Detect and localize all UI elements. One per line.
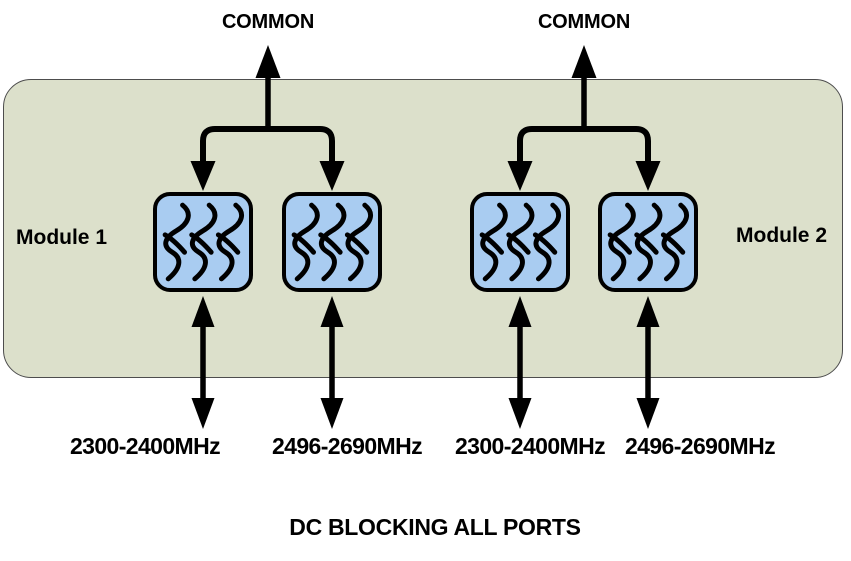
arrowhead-down-icon [508, 398, 532, 429]
common-arrow-module-2 [571, 45, 597, 132]
port-arrow-2 [320, 296, 344, 429]
filter-block-3 [470, 192, 570, 292]
splitter-module-1 [190, 126, 345, 191]
filter-icon [479, 202, 561, 282]
device-enclosure-panel [3, 79, 843, 378]
arrowhead-down-icon [507, 161, 533, 191]
port-frequency-label-2: 2496-2690MHz [271, 433, 423, 459]
arrowhead-up-icon [191, 296, 215, 327]
module-2-label: Module 2 [736, 224, 828, 247]
filter-icon [607, 202, 689, 282]
port-frequency-label-3: 2300-2400MHz [454, 433, 606, 459]
splitter-module-2 [507, 126, 661, 191]
arrowhead-down-icon [191, 398, 215, 429]
arrowhead-up-icon [636, 296, 660, 327]
module-1-label: Module 1 [16, 226, 108, 249]
arrowhead-up-icon [320, 296, 344, 327]
port-frequency-label-1: 2300-2400MHz [69, 433, 221, 459]
arrowhead-down-icon [190, 161, 216, 191]
arrowhead-up-icon [571, 45, 597, 78]
arrowhead-up-icon [255, 45, 281, 78]
filter-block-2 [282, 192, 382, 292]
port-arrow-3 [508, 296, 532, 429]
filter-icon [291, 202, 373, 282]
port-arrow-1 [191, 296, 215, 429]
common-arrow-module-1 [255, 45, 281, 132]
filter-block-4 [598, 192, 698, 292]
arrowhead-down-icon [319, 161, 345, 191]
footer-caption: DC BLOCKING ALL PORTS [289, 514, 581, 540]
port-arrow-4 [636, 296, 660, 429]
arrowhead-up-icon [508, 296, 532, 327]
common-port-label-module-2: COMMON [537, 11, 631, 33]
port-frequency-label-4: 2496-2690MHz [624, 433, 776, 459]
common-port-label-module-1: COMMON [221, 11, 315, 33]
filter-block-1 [153, 192, 253, 292]
filter-icon [162, 202, 244, 282]
arrowhead-down-icon [635, 161, 661, 191]
arrowhead-down-icon [320, 398, 344, 429]
arrowhead-down-icon [636, 398, 660, 429]
